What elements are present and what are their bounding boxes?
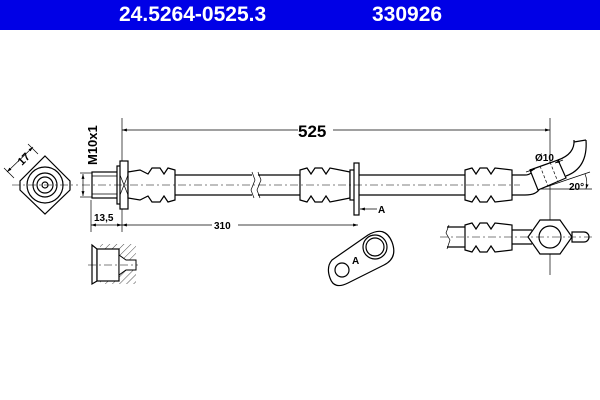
part-number: 24.5264-0525.3	[119, 3, 267, 26]
section-view-port	[88, 243, 138, 286]
end-view-fitting: 17	[3, 143, 78, 215]
dimension-thread: M10x1 13,5 310	[80, 125, 358, 232]
reference-number: 330926	[372, 3, 443, 26]
bend-angle-label: 20°	[569, 182, 584, 193]
wrench-size-label: 17	[16, 151, 33, 168]
view-label: A	[378, 205, 385, 216]
bracket-detail-view: A	[327, 230, 395, 287]
dimension-total-length: 525	[121, 118, 551, 275]
total-length-label: 525	[298, 122, 326, 141]
bracket-position-label: 310	[214, 221, 231, 232]
thread-label: M10x1	[85, 125, 100, 165]
brake-hose-side-view: 20° Ø10 A	[82, 139, 592, 216]
detail-view-label: A	[352, 256, 359, 267]
top-view-end-fitting	[440, 219, 595, 255]
title-bar: 24.5264-0525.3 330926	[0, 0, 600, 30]
fitting-length-label: 13,5	[94, 213, 114, 224]
sleeve-diameter-label: Ø10	[535, 153, 554, 164]
